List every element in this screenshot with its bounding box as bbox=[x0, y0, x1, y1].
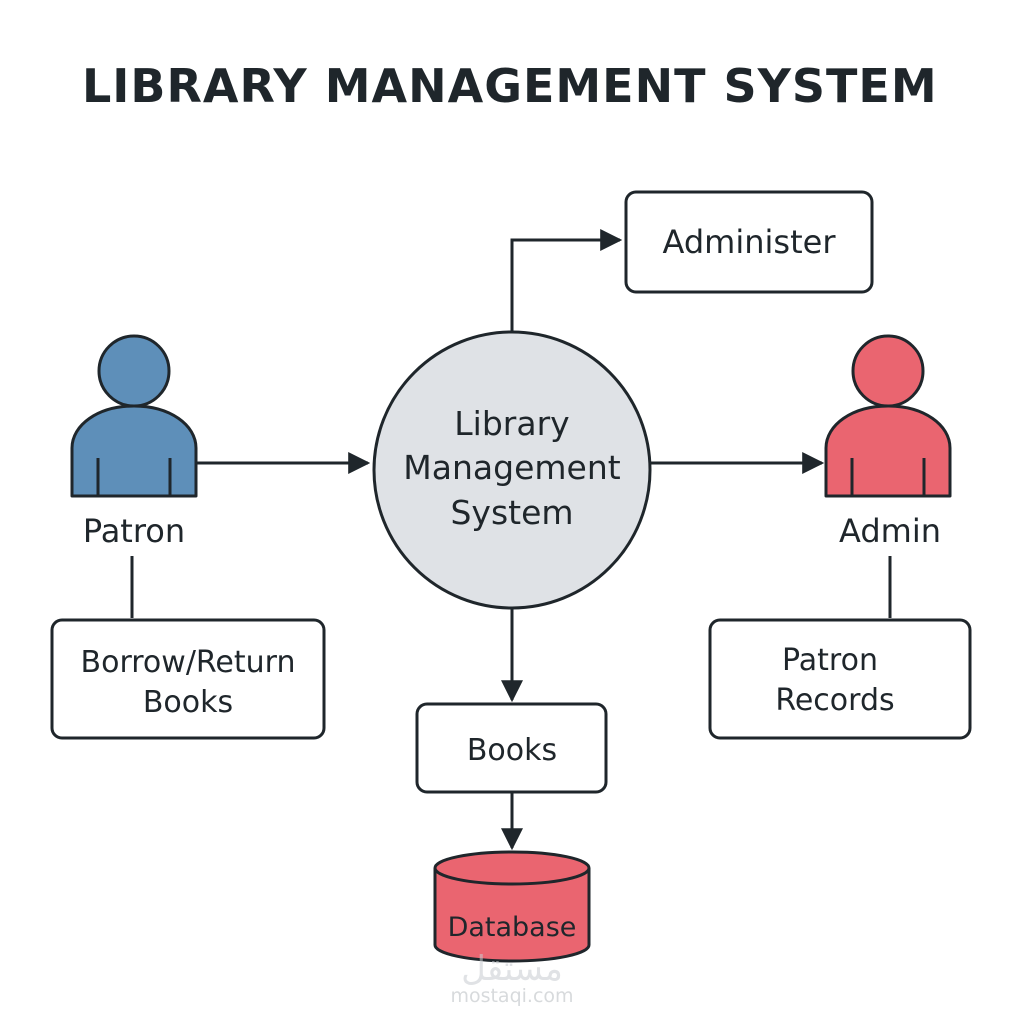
patron-label: Patron bbox=[83, 512, 185, 550]
system-label-line-1: Library bbox=[454, 404, 569, 443]
books-box bbox=[415, 702, 608, 794]
database-cylinder-body bbox=[433, 868, 591, 963]
patron-records-label-line-1: Patron bbox=[782, 643, 878, 678]
watermark: مستقل mostaqi.com bbox=[450, 949, 573, 1007]
books-node: Books bbox=[415, 702, 608, 794]
administer-label: Administer bbox=[663, 223, 837, 261]
patron-actor: Patron bbox=[70, 334, 198, 550]
system-node: Library Management System bbox=[372, 330, 652, 610]
patron-records-label-line-2: Records bbox=[775, 683, 894, 718]
books-label: Books bbox=[467, 733, 557, 768]
database-node: Database bbox=[433, 850, 591, 963]
borrow-return-label-line-1: Borrow/Return bbox=[81, 645, 296, 680]
borrow-return-label-line-2: Books bbox=[143, 685, 233, 720]
admin-head-icon bbox=[851, 334, 925, 408]
borrow-return-node: Borrow/Return Books bbox=[50, 618, 326, 740]
system-circle bbox=[372, 330, 652, 610]
admin-label: Admin bbox=[839, 512, 941, 550]
patron-body-icon bbox=[70, 404, 198, 498]
admin-body-icon bbox=[824, 404, 952, 498]
system-label-line-2: Management bbox=[403, 448, 620, 487]
admin-actor: Admin bbox=[824, 334, 952, 550]
borrow-return-box bbox=[50, 618, 326, 740]
database-cylinder-top bbox=[433, 850, 591, 886]
page-title: LIBRARY MANAGEMENT SYSTEM bbox=[82, 59, 938, 113]
connectors bbox=[130, 229, 892, 851]
database-label: Database bbox=[448, 912, 577, 943]
patron-records-node: Patron Records bbox=[708, 618, 972, 740]
administer-box bbox=[624, 190, 874, 294]
watermark-logo-text: مستقل bbox=[461, 949, 563, 989]
administer-node: Administer bbox=[624, 190, 874, 294]
watermark-caption: mostaqi.com bbox=[450, 985, 573, 1007]
arrow-system-to-administer bbox=[510, 229, 623, 332]
patron-records-box bbox=[708, 618, 972, 740]
system-label-line-3: System bbox=[450, 493, 573, 532]
patron-head-icon bbox=[97, 334, 171, 408]
